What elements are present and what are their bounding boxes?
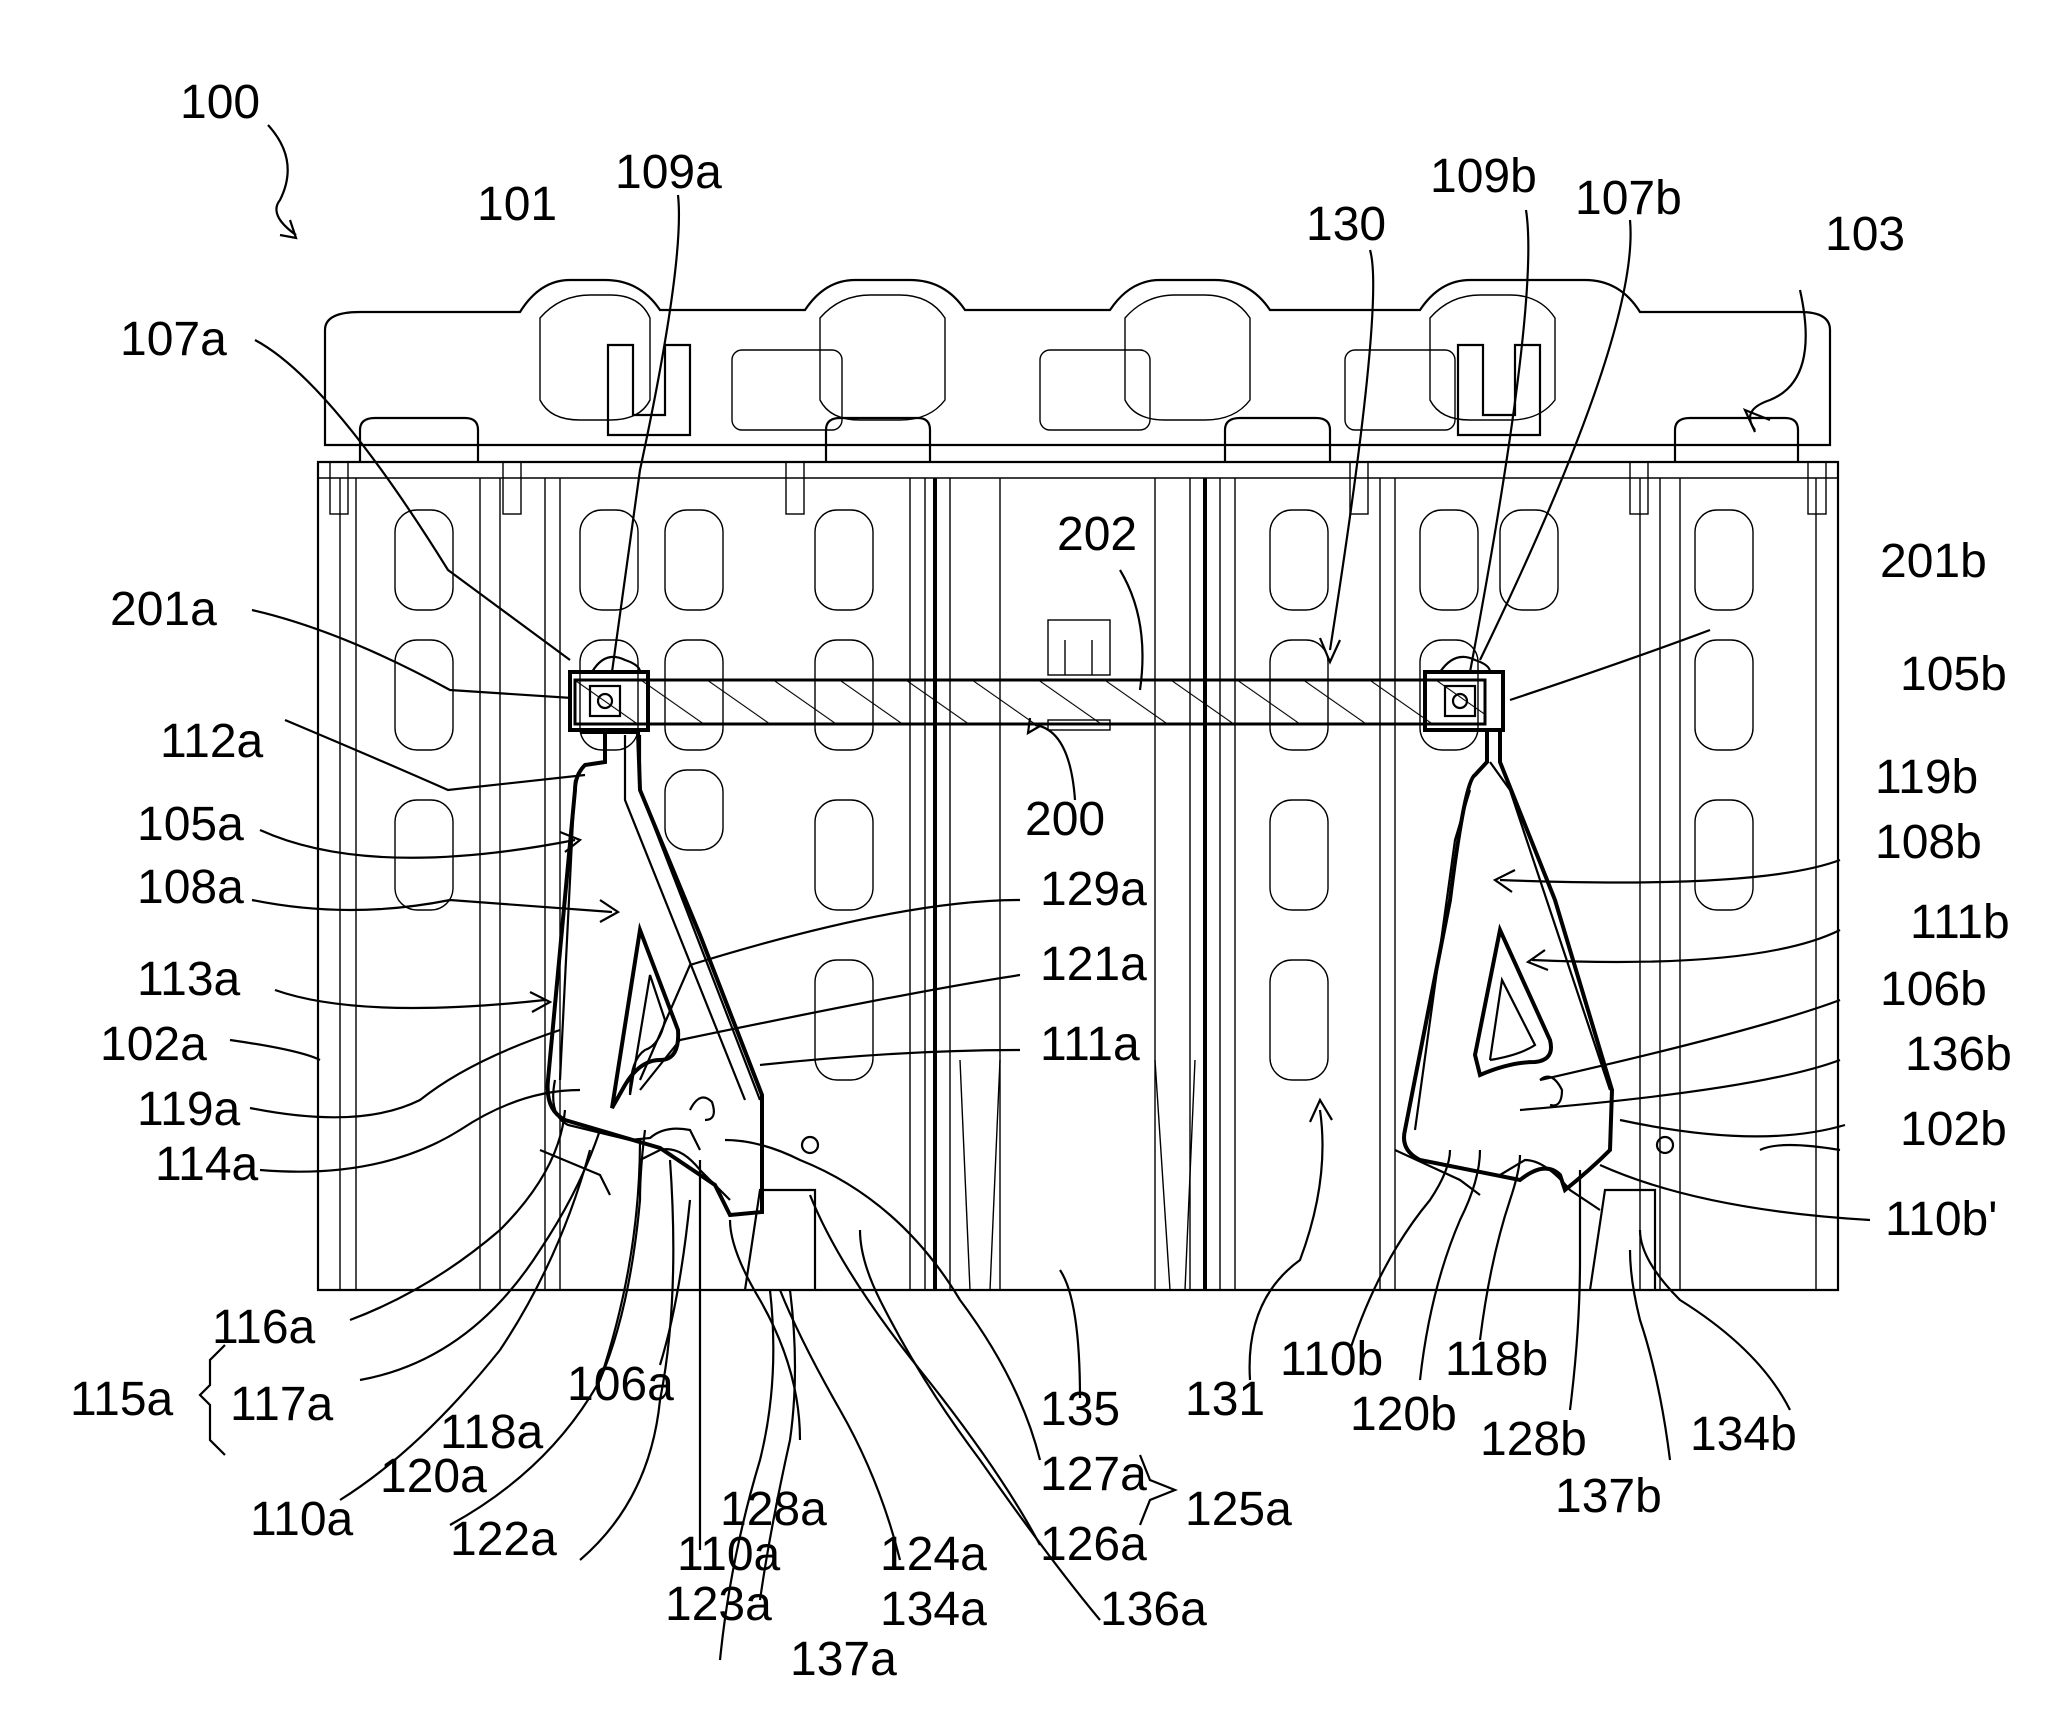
label-107a: 107a xyxy=(120,313,227,366)
label-106b: 106b xyxy=(1880,963,1987,1016)
label-120b: 120b xyxy=(1350,1388,1457,1441)
label-112a: 112a xyxy=(160,715,264,768)
label-110b: 110b xyxy=(1280,1333,1383,1386)
label-135: 135 xyxy=(1040,1383,1120,1436)
label-134b: 134b xyxy=(1690,1408,1797,1461)
label-105a: 105a xyxy=(137,798,244,851)
vertical-ribs xyxy=(356,478,1680,1290)
label-102b: 102b xyxy=(1900,1103,2007,1156)
label-100: 100 xyxy=(180,76,260,129)
label-121a: 121a xyxy=(1040,938,1147,991)
label-201b: 201b xyxy=(1880,535,1987,588)
strap-202 xyxy=(570,657,1503,730)
label-108a: 108a xyxy=(137,861,244,914)
label-125a: 125a xyxy=(1185,1483,1292,1536)
label-109a: 109a xyxy=(615,146,722,199)
label-109b: 109b xyxy=(1430,150,1537,203)
label-107b: 107b xyxy=(1575,172,1682,225)
label-202: 202 xyxy=(1057,508,1137,561)
label-200: 200 xyxy=(1025,793,1105,846)
label-126a: 126a xyxy=(1040,1518,1147,1571)
label-124a: 124a xyxy=(880,1528,987,1581)
label-111a: 111a xyxy=(1040,1018,1140,1071)
right-bracket-105b xyxy=(1395,730,1673,1210)
label-103: 103 xyxy=(1825,208,1905,261)
label-136b: 136b xyxy=(1905,1028,2012,1081)
label-106a: 106a xyxy=(567,1358,674,1411)
label-115a: 115a xyxy=(70,1373,174,1426)
label-110b-prime: 110b' xyxy=(1885,1193,1997,1246)
label-127a: 127a xyxy=(1040,1448,1147,1501)
label-137a: 137a xyxy=(790,1633,897,1686)
label-137b: 137b xyxy=(1555,1470,1662,1523)
label-118b: 118b xyxy=(1445,1333,1548,1386)
label-113a: 113a xyxy=(137,953,241,1006)
label-108b: 108b xyxy=(1875,816,1982,869)
label-131: 131 xyxy=(1185,1373,1265,1426)
left-bracket-105a xyxy=(540,730,818,1215)
label-101: 101 xyxy=(477,178,557,231)
label-128b: 128b xyxy=(1480,1413,1587,1466)
label-123a: 123a xyxy=(665,1578,772,1631)
label-110a-2: 110a xyxy=(677,1528,781,1581)
label-136a: 136a xyxy=(1100,1583,1207,1636)
label-129a: 129a xyxy=(1040,863,1147,916)
label-105b: 105b xyxy=(1900,648,2007,701)
label-117a: 117a xyxy=(230,1378,334,1431)
label-119a: 119a xyxy=(137,1083,241,1136)
label-111b: 111b xyxy=(1910,896,2010,949)
label-134a: 134a xyxy=(880,1583,987,1636)
label-130: 130 xyxy=(1306,198,1386,251)
label-201a: 201a xyxy=(110,583,217,636)
label-102a: 102a xyxy=(100,1018,207,1071)
label-119b: 119b xyxy=(1875,751,1978,804)
label-120a: 120a xyxy=(380,1450,487,1503)
reference-labels: 100 101 109a 109b 107b 103 130 107a 202 … xyxy=(70,76,2012,1686)
lid-101 xyxy=(325,280,1830,462)
label-116a: 116a xyxy=(212,1301,316,1354)
label-122a: 122a xyxy=(450,1513,557,1566)
label-114a: 114a xyxy=(155,1138,259,1191)
label-110a-1: 110a xyxy=(250,1493,354,1546)
